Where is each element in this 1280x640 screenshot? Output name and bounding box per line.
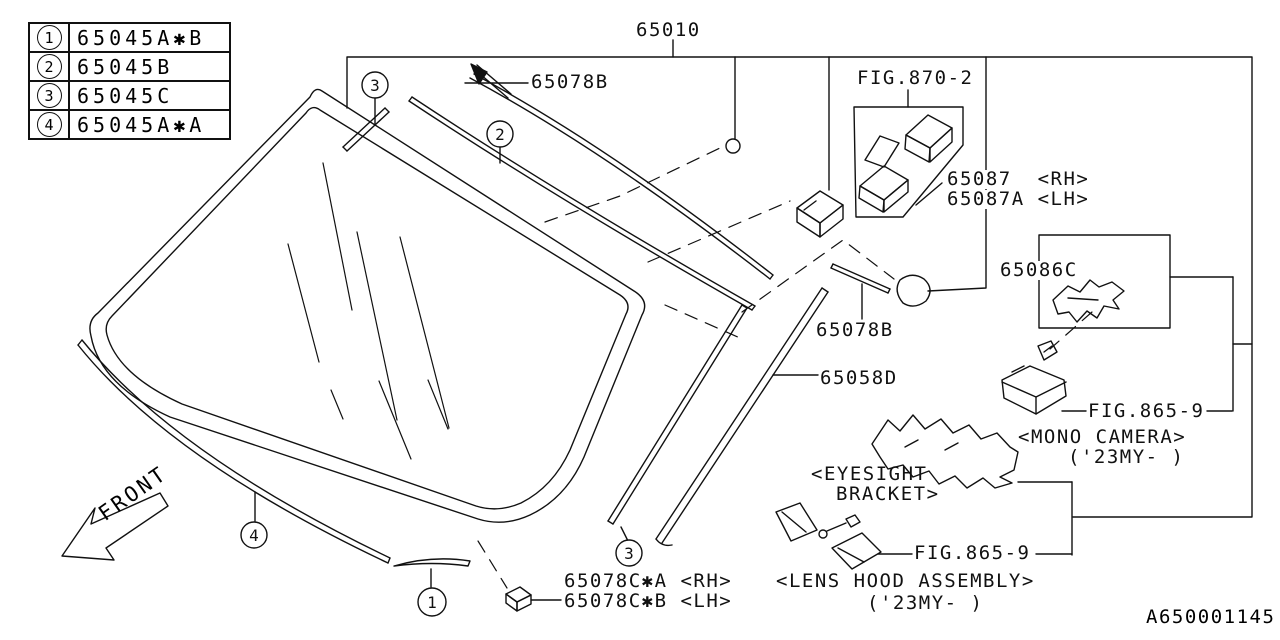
- lens-hood-parts: [775, 502, 882, 570]
- label-fig865-9-mono: FIG.865-9: [1088, 400, 1205, 422]
- callout-4-label: 4: [249, 526, 259, 545]
- callout-1-label: 1: [427, 593, 437, 612]
- legend-code-4: 65045A✱A: [68, 109, 231, 140]
- label-eyesight-2: BRACKET>: [836, 483, 940, 505]
- drawing-number: A650001145: [1146, 606, 1276, 628]
- callout-1: [417, 587, 447, 617]
- dashed-locator-lines: [477, 146, 1093, 589]
- molding-arrowhead: [470, 63, 488, 85]
- label-lens-hood: <LENS HOOD ASSEMBLY>: [776, 570, 1035, 592]
- corner-strip-item3-top: [342, 107, 390, 152]
- label-mono-my: ('23MY- ): [1068, 446, 1185, 468]
- fig870-cover-parts: [858, 114, 953, 213]
- legend-table: 1 65045A✱B 2 65045B 3 65045C 4 65045A✱A: [28, 22, 231, 140]
- eyesight-bracket-part: [871, 414, 1019, 489]
- upper-molding-strip-item2: [408, 96, 756, 311]
- label-lens-my: ('23MY- ): [867, 592, 984, 614]
- label-fig870-2: FIG.870-2: [857, 67, 974, 89]
- legend-row: 1 65045A✱B: [28, 22, 231, 53]
- label-65078b-mid: 65078B: [816, 319, 894, 341]
- legend-code-1: 65045A✱B: [68, 22, 231, 53]
- legend-callout-4: 4: [36, 112, 62, 137]
- upper-molding-65078b: [469, 63, 774, 280]
- label-65087-rh: 65087 <RH>: [946, 168, 1091, 190]
- label-fig865-9-lens: FIG.865-9: [914, 542, 1031, 564]
- label-mono-camera: <MONO CAMERA>: [1018, 426, 1187, 448]
- label-65058d: 65058D: [820, 367, 898, 389]
- clip-part: [505, 586, 562, 612]
- legend-row: 4 65045A✱A: [28, 109, 231, 140]
- side-molding-strip-item4: [77, 339, 391, 564]
- legend-row: 2 65045B: [28, 51, 231, 82]
- legend-code-2: 65045B: [68, 51, 231, 82]
- grommet: [725, 138, 741, 154]
- bolt-part: [1037, 340, 1058, 361]
- glass-reflections: [287, 162, 450, 460]
- legend-callout-3: 3: [36, 83, 62, 108]
- callout-circles: 3 2 3 4 1: [240, 71, 643, 617]
- fig870-box: [853, 89, 964, 218]
- label-65078b-top: 65078B: [531, 71, 609, 93]
- callout-3-top: [361, 71, 389, 99]
- front-arrow-icon: [61, 492, 169, 561]
- callout-2-label: 2: [495, 125, 505, 144]
- leader-mirror-button: [927, 56, 987, 292]
- label-65086c: 65086C: [999, 259, 1079, 281]
- label-eyesight-1: <EYESIGHT: [811, 463, 928, 485]
- legend-code-3: 65045C: [68, 80, 231, 111]
- eyesight-bracket-leader: [1017, 481, 1073, 556]
- label-65087a-lh: 65087A <LH>: [946, 188, 1091, 210]
- mirror-button-part: [896, 274, 931, 307]
- right-strip-65078b: [830, 263, 891, 294]
- label-65078c-b-lh: 65078C✱B <LH>: [564, 590, 733, 612]
- callout-4: [240, 521, 268, 549]
- callout-3-top-label: 3: [370, 76, 380, 95]
- leader-65087: [915, 182, 943, 206]
- right-molding-65058d: [655, 287, 829, 547]
- camera-bracket-part: [1052, 279, 1125, 323]
- right-strip-65045c: [607, 304, 748, 525]
- lower-strip-item1: [393, 558, 471, 567]
- windshield-glass-outline: [89, 88, 646, 523]
- legend-callout-2: 2: [36, 54, 62, 79]
- legend-row: 3 65045C: [28, 80, 231, 111]
- legend-callout-1: 1: [36, 25, 62, 50]
- callout-3-bottom: [615, 539, 643, 567]
- mono-camera-part: [1001, 365, 1067, 415]
- ref-box-65010: [346, 39, 1253, 518]
- glass-inner-outline: [105, 106, 629, 510]
- label-65010: 65010: [636, 19, 701, 41]
- label-leaders: [464, 82, 863, 376]
- callout-2: [486, 120, 514, 148]
- camera-bracket-box: [1038, 234, 1253, 412]
- rain-sensor-part: [796, 190, 844, 238]
- callout-3-bottom-label: 3: [624, 544, 634, 563]
- label-65078c-a-rh: 65078C✱A <RH>: [564, 570, 733, 592]
